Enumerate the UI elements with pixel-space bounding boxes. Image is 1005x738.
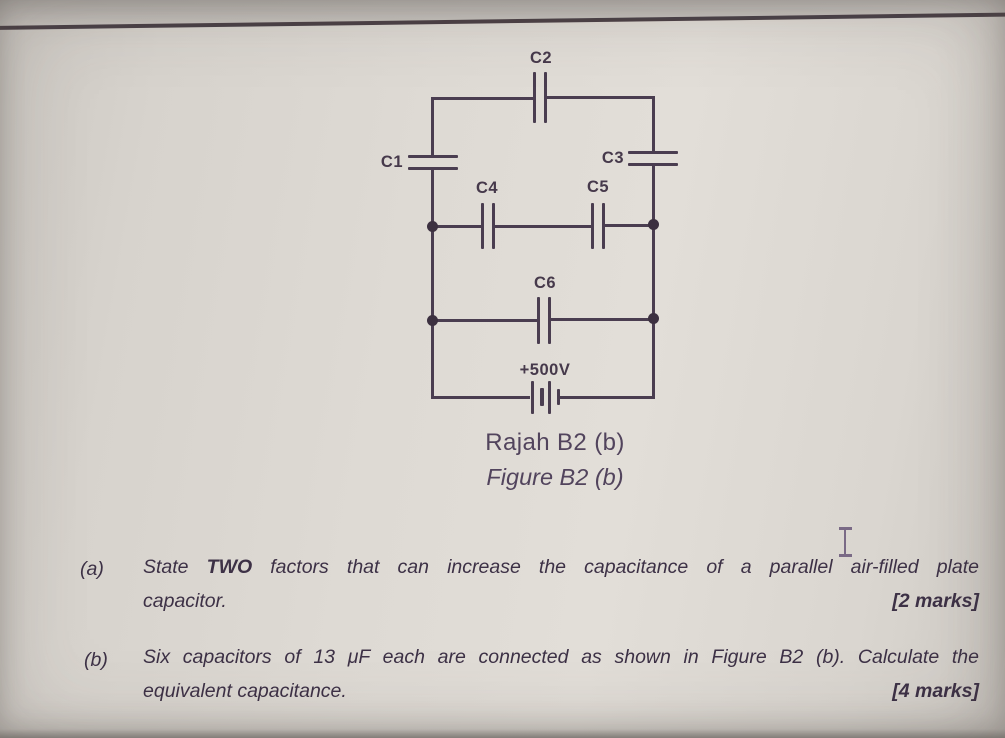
- circuit-node: [427, 221, 438, 232]
- wire-top-left: [431, 97, 535, 100]
- battery-plate-long: [531, 381, 535, 414]
- capacitor-C5-plate: [602, 203, 606, 249]
- wire-right-lower: [652, 166, 655, 399]
- circuit-node: [427, 315, 438, 326]
- capacitor-C6-plate: [537, 297, 541, 344]
- capacitor-C4-plate: [492, 203, 496, 249]
- capacitor-C6-plate: [548, 297, 552, 344]
- wire-bottom-right: [560, 396, 654, 399]
- battery-plate-short: [557, 389, 561, 405]
- question-b-marks: [4 marks]: [892, 680, 979, 702]
- capacitor-C5-label: C5: [586, 178, 610, 196]
- question-b-line1: Six capacitors of 13 μF each are connect…: [143, 646, 979, 668]
- battery-voltage-label: +500V: [519, 361, 571, 379]
- text-cursor-icon: [836, 527, 854, 557]
- photo-bottom-edge: [0, 729, 1005, 738]
- text-cursor-top-serif: [839, 527, 852, 530]
- question-b-line2-text: equivalent capacitance.: [143, 680, 347, 702]
- capacitor-C3-plate: [628, 163, 678, 167]
- question-a-marks: [2 marks]: [892, 590, 979, 612]
- capacitor-C6-label: C6: [533, 274, 557, 292]
- wire-mid-3: [605, 224, 654, 227]
- wire-c6-left: [433, 319, 538, 322]
- wire-mid-1: [433, 225, 481, 228]
- wire-right-upper: [652, 96, 655, 153]
- battery-plate-short: [540, 388, 544, 406]
- figure-caption-english: Figure B2 (b): [486, 464, 624, 490]
- circuit-node: [648, 313, 659, 324]
- question-a-text-pre: State: [143, 556, 207, 578]
- capacitor-C5-plate: [591, 203, 595, 249]
- wire-left-upper: [431, 97, 434, 157]
- question-a-number: (a): [80, 558, 104, 580]
- capacitor-C2-plate: [533, 72, 537, 123]
- capacitor-C1-plate: [408, 155, 458, 159]
- question-a-text-bold: TWO: [206, 556, 253, 578]
- question-a-line1: State TWO factors that can increase the …: [143, 556, 979, 579]
- capacitor-C1-plate: [408, 167, 458, 171]
- circuit-node: [648, 219, 659, 230]
- capacitor-C3-plate: [628, 151, 678, 155]
- wire-bottom-left: [431, 396, 530, 399]
- wire-mid-2: [495, 225, 591, 228]
- question-a-text-post: factors that can increase the capacitanc…: [252, 556, 979, 578]
- capacitor-C1-label: C1: [380, 153, 403, 171]
- capacitor-C2-label: C2: [529, 49, 553, 67]
- wire-left-lower: [431, 170, 434, 399]
- battery-plate-long: [548, 381, 552, 414]
- capacitor-C2-plate: [544, 72, 548, 123]
- question-a-line2-text: capacitor.: [143, 590, 227, 612]
- capacitor-C4-plate: [481, 203, 485, 249]
- text-cursor-stem: [844, 529, 847, 555]
- question-b-number: (b): [84, 649, 108, 671]
- question-b-line2: equivalent capacitance. [4 marks]: [143, 680, 979, 703]
- text-cursor-bottom-serif: [839, 554, 852, 557]
- wire-top-right: [545, 96, 655, 99]
- figure-caption-malay: Rajah B2 (b): [485, 429, 625, 456]
- question-a-line2: capacitor. [2 marks]: [143, 590, 979, 613]
- photo-top-edge: [0, 0, 1005, 31]
- wire-c6-right: [551, 318, 654, 321]
- capacitor-C4-label: C4: [475, 179, 499, 197]
- capacitor-C3-label: C3: [601, 149, 624, 167]
